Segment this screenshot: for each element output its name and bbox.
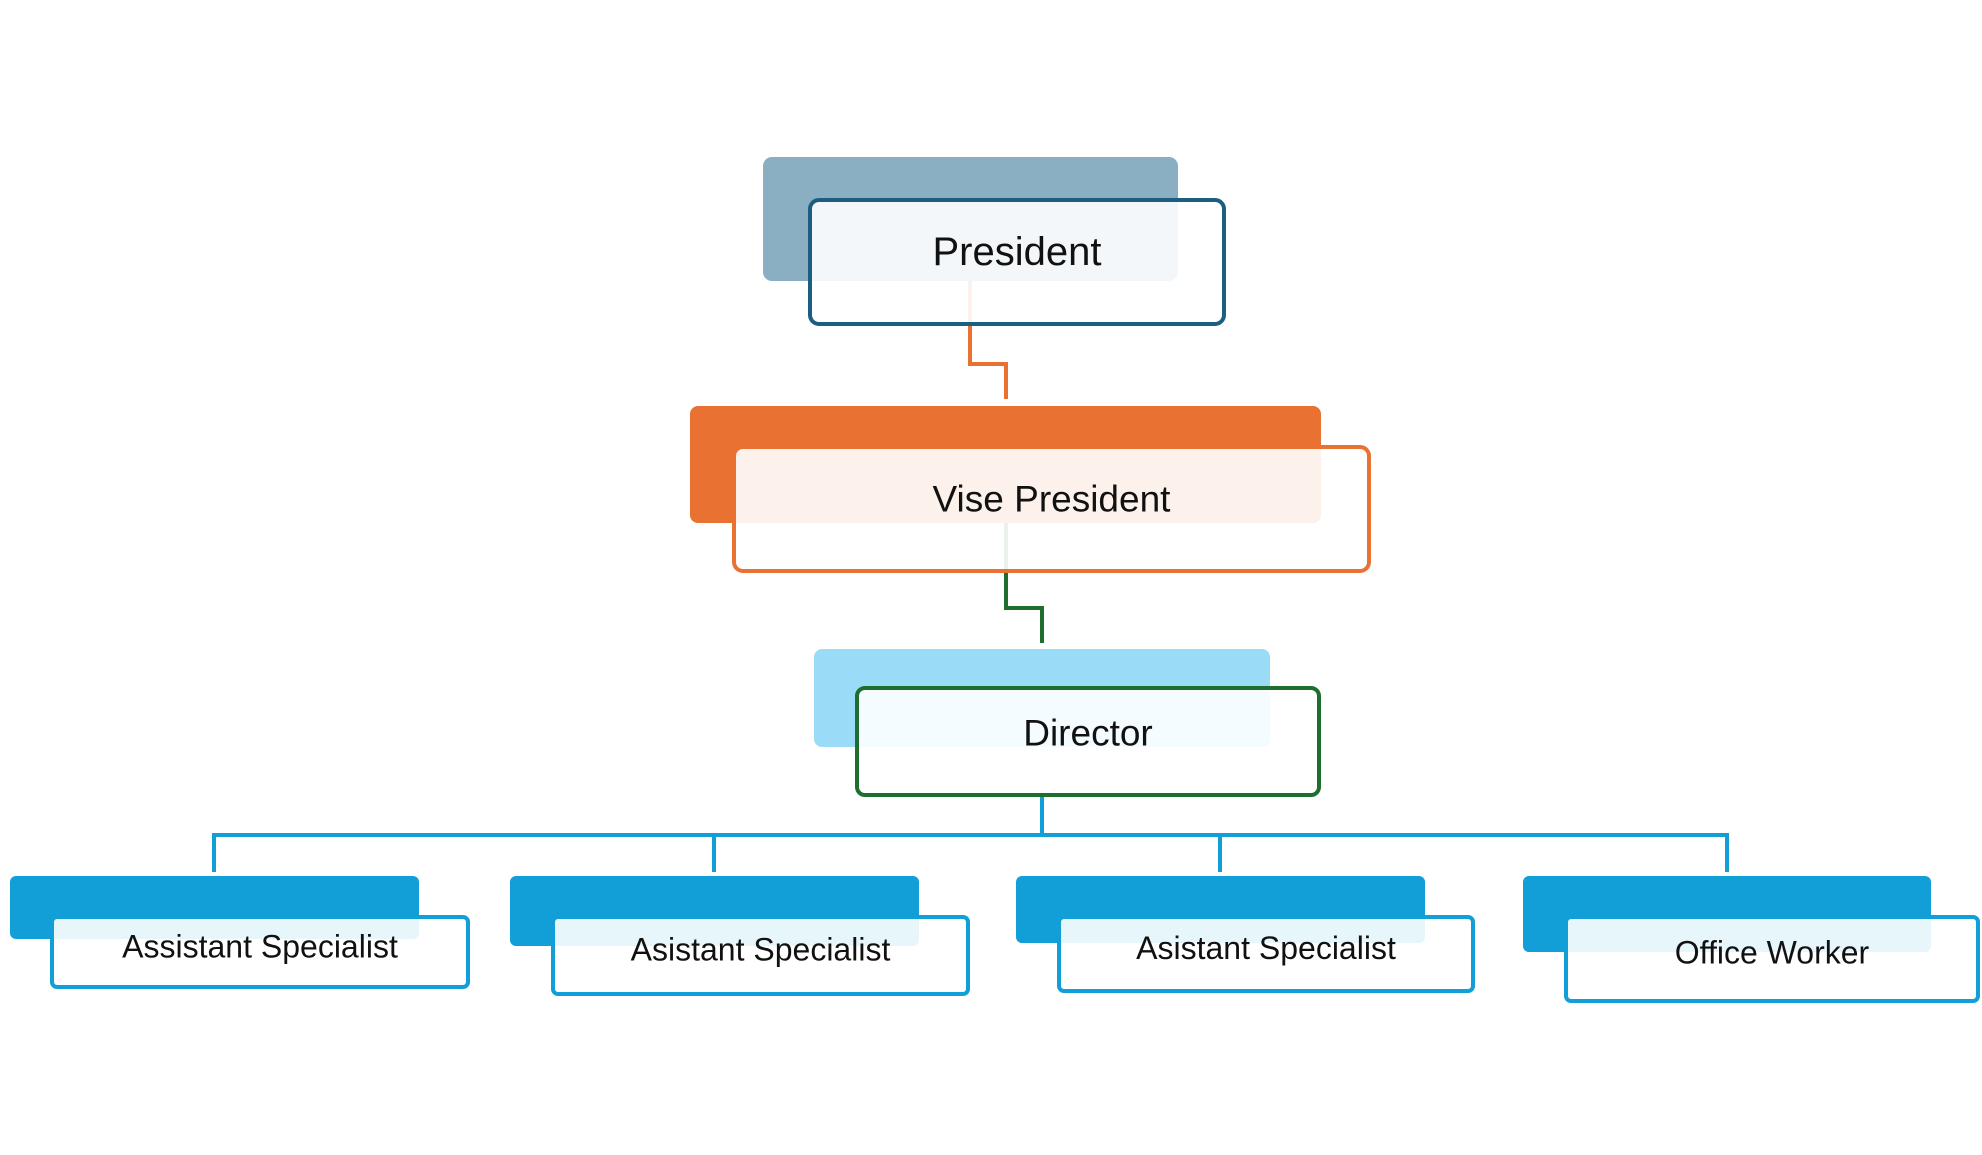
node-box [50,915,470,989]
node-office-worker: Office Worker [1523,876,1980,1003]
node-assistant-3: Asistant Specialist [1016,876,1475,993]
node-label: Office Worker [1675,934,1870,970]
node-label: Assistant Specialist [122,928,398,964]
node-box [551,915,970,996]
node-box [808,198,1226,326]
node-box [855,686,1321,797]
node-box [732,445,1371,573]
node-box [1564,915,1980,1003]
node-vice-president: Vise President [690,406,1371,573]
node-assistant-2: Asistant Specialist [510,876,970,996]
node-director: Director [814,649,1321,797]
node-president: President [763,157,1226,326]
node-assistant-1: Assistant Specialist [10,876,470,989]
node-label: President [933,230,1102,274]
node-box [1057,915,1475,993]
node-label: Vise President [933,479,1172,520]
node-label: Asistant Specialist [1136,930,1396,966]
connector-director-to-assistant_2 [712,795,1044,872]
node-label: Asistant Specialist [631,931,891,967]
connector-director-to-office_worker [1040,795,1729,872]
connector-layer [212,281,1729,872]
node-label: Director [1023,712,1153,753]
